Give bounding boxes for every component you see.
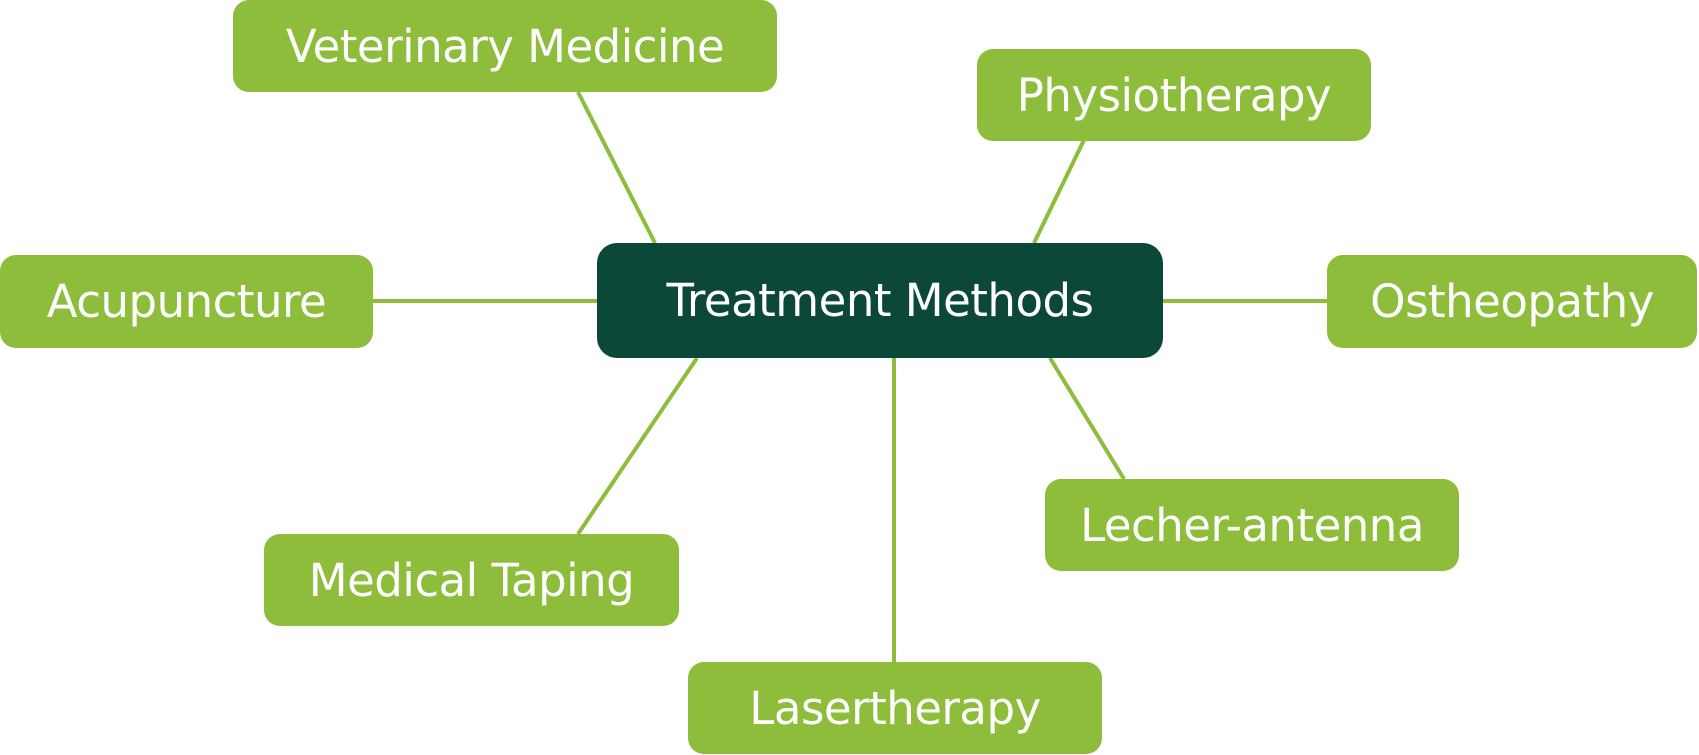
node-physiotherapy: Physiotherapy bbox=[977, 49, 1371, 141]
node-lecher-antenna: Lecher-antenna bbox=[1045, 479, 1459, 571]
node-label: Medical Taping bbox=[308, 553, 635, 607]
connector-medical-taping bbox=[576, 356, 699, 536]
node-label: Lasertherapy bbox=[749, 681, 1041, 735]
node-label: Ostheopathy bbox=[1370, 275, 1654, 328]
connector-veterinary-medicine bbox=[576, 91, 657, 244]
center-node-treatment-methods: Treatment Methods bbox=[597, 243, 1163, 358]
node-label: Lecher-antenna bbox=[1080, 498, 1424, 552]
node-acupuncture: Acupuncture bbox=[0, 255, 373, 348]
node-label: Veterinary Medicine bbox=[285, 19, 725, 73]
node-label: Physiotherapy bbox=[1016, 68, 1332, 122]
connector-physiotherapy bbox=[1032, 139, 1086, 244]
center-node-label: Treatment Methods bbox=[666, 274, 1095, 327]
node-medical-taping: Medical Taping bbox=[264, 534, 679, 626]
node-ostheopathy: Ostheopathy bbox=[1327, 255, 1697, 348]
node-veterinary-medicine: Veterinary Medicine bbox=[233, 0, 777, 92]
connector-lecher-antenna bbox=[1048, 356, 1126, 481]
node-label: Acupuncture bbox=[46, 275, 327, 328]
node-lasertherapy: Lasertherapy bbox=[688, 662, 1102, 754]
